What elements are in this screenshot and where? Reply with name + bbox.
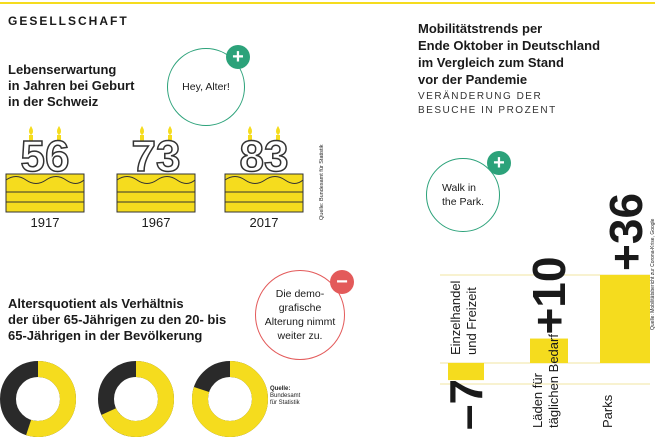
ratio-title-line: Altersquotient als Verhältnis (8, 296, 184, 311)
cake-1967 (116, 126, 196, 213)
cake-2017 (224, 126, 304, 213)
donut-charts (0, 361, 268, 437)
life-bubble-text: Hey, Alter! (182, 81, 230, 93)
year-1917: 1917 (30, 215, 60, 230)
ratio-source-line: Bundesamt (270, 393, 301, 399)
ratio-source-line: Quelle: (270, 386, 291, 392)
life-title-line: Lebenserwartung (8, 62, 117, 77)
candle-icon (29, 126, 61, 145)
bar (530, 338, 568, 363)
mobility-title-line: Ende Oktober in Deutschland (418, 38, 601, 53)
mobility-bubble-line: Walk in (441, 182, 477, 194)
header-divider (0, 2, 655, 4)
year-1967: 1967 (141, 215, 171, 230)
ratio-bubble-line: grafische (278, 302, 322, 314)
category-label: Parks (600, 394, 615, 428)
mobility-subtitle: VERÄNDERUNG DER BESUCHE IN PROZENT (418, 90, 557, 118)
mobility-title: Mobilitätstrends per Ende Oktober in Deu… (418, 20, 600, 88)
life-title-line: in der Schweiz (8, 94, 99, 109)
mobility-source: Quelle: Mobilitätsbericht zur Corona-Kri… (650, 218, 656, 330)
age-1967: 73 (132, 132, 181, 181)
value-label: –7 (440, 379, 492, 430)
donut-segment (0, 361, 76, 437)
ratio-title-line: der über 65-Jährigen zu den 20- bis (8, 312, 227, 327)
life-title: Lebenserwartung in Jahren bei Geburt in … (8, 62, 134, 110)
bar (600, 275, 650, 363)
category-label: Einzelhandel (448, 280, 463, 355)
value-label: +36 (600, 193, 650, 271)
donut-segment (192, 361, 268, 437)
minus-icon: − (330, 270, 354, 294)
section-title: GESELLSCHAFT (8, 14, 129, 28)
category-label: Läden für (530, 372, 545, 428)
mobility-title-line: vor der Pandemie (418, 72, 528, 87)
ratio-source: Quelle: Bundesamt für Statistik (270, 386, 300, 407)
mobility-title-line: im Vergleich zum Stand (418, 55, 564, 70)
mobility-subtitle-line: BESUCHE IN PROZENT (418, 105, 557, 116)
category-label: täglichen Bedarf (546, 334, 561, 428)
mobility-title-line: Mobilitätstrends per (418, 21, 543, 36)
cake-1917 (5, 126, 85, 213)
ratio-title: Altersquotient als Verhältnis der über 6… (8, 296, 226, 344)
plus-icon: + (226, 45, 250, 69)
ratio-bubble-line: weiter zu. (277, 330, 323, 342)
category-label: und Freizeit (464, 287, 479, 355)
cake-icon (116, 173, 196, 213)
ratio-bubble-line: Alterung nimmt (264, 316, 336, 328)
value-label: +10 (523, 257, 575, 335)
bar (448, 363, 484, 381)
year-2017: 2017 (249, 215, 279, 230)
cake-icon (224, 173, 304, 213)
ratio-title-line: 65-Jährigen in der Bevölkerung (8, 328, 203, 343)
mobility-bubble: Walk in the Park. (426, 158, 500, 232)
candle-icon (248, 126, 280, 145)
cake-icon (5, 173, 85, 213)
plus-icon: + (487, 151, 511, 175)
mobility-subtitle-line: VERÄNDERUNG DER (418, 91, 543, 102)
donut-segment (98, 361, 174, 437)
life-title-line: in Jahren bei Geburt (8, 78, 135, 93)
ratio-source-line: für Statistik (270, 400, 300, 406)
mobility-bubble-line: the Park. (441, 196, 485, 208)
ratio-bubble-line: Die demo- (275, 288, 325, 300)
life-source: Quelle: Bundesamt für Statistik (319, 144, 325, 220)
age-1917: 56 (21, 132, 70, 181)
candle-icon (140, 126, 172, 145)
age-2017: 83 (240, 132, 289, 181)
cakes-graphic: 56 73 83 (5, 126, 304, 213)
